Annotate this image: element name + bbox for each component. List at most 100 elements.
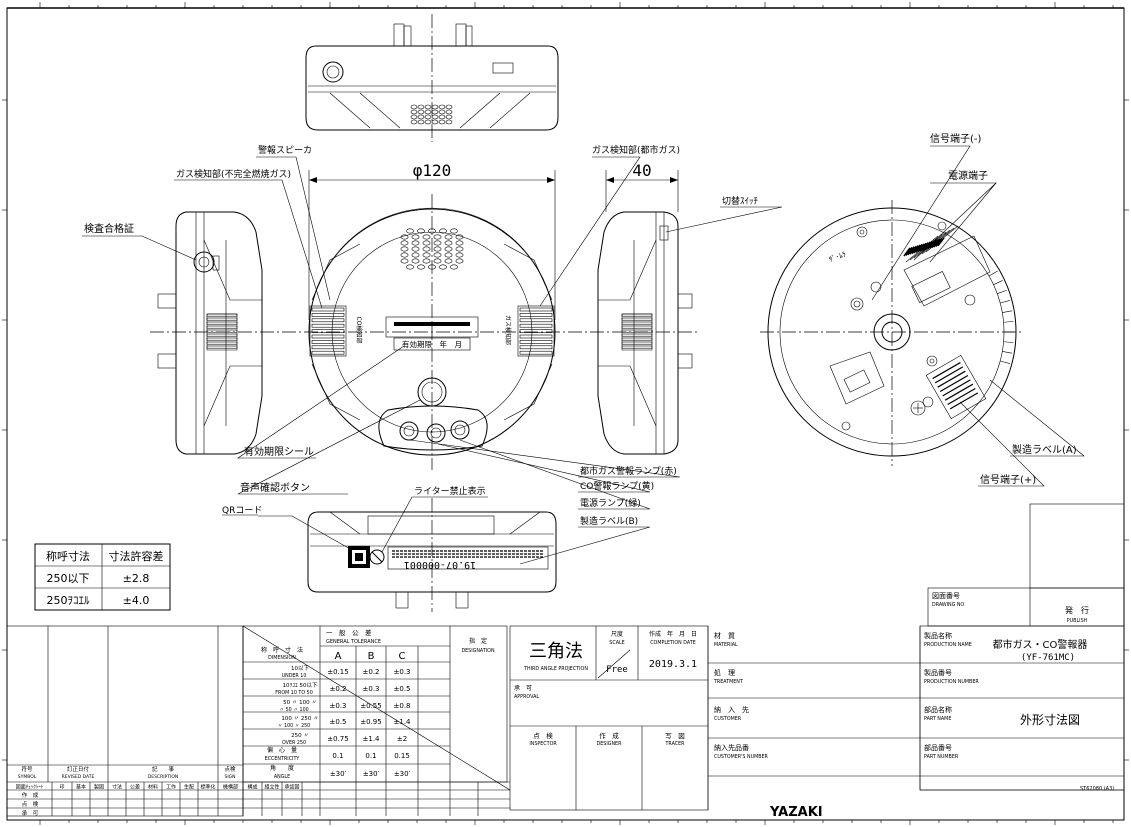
tb-publish-en: PUBLISH bbox=[1067, 618, 1088, 624]
rev-sign: 点検 bbox=[224, 765, 236, 773]
lighter-prohibit-icon bbox=[369, 549, 385, 565]
label-co-lamp: CO警報ランプ(黄) bbox=[580, 480, 654, 492]
gt-dim-label: 称 呼 寸 法 bbox=[261, 646, 303, 654]
switch-slot bbox=[492, 62, 514, 74]
tol-header-dim: 称呼寸法 bbox=[46, 549, 90, 563]
check-col-label: 構成 bbox=[247, 784, 257, 791]
gt-angle-a: ±30′ bbox=[330, 770, 347, 778]
tb-publish: 発 行 bbox=[1065, 605, 1089, 615]
tb-material: 材 質 bbox=[714, 631, 735, 640]
label-inspection-cert: 検査合格証 bbox=[84, 222, 134, 235]
label-qr-code: QRコード bbox=[222, 506, 262, 516]
label-switch: 切替ｽｲｯﾁ bbox=[722, 195, 759, 207]
gt-dim-label-en: DIMENSION bbox=[268, 655, 296, 661]
check-col-label: 製図 bbox=[94, 784, 104, 791]
gt-col-b: B bbox=[368, 651, 375, 662]
gt-row-label: 10以下 bbox=[291, 665, 309, 672]
tb-product-name: 都市ガス・CO警報器 bbox=[993, 638, 1088, 651]
tb-approval: 承 可 bbox=[514, 684, 532, 692]
tb-treatment: 処 理 bbox=[714, 668, 735, 677]
gt-row-value: ±0.95 bbox=[360, 718, 381, 726]
speaker-holes bbox=[400, 228, 464, 270]
check-inspect: 点 検 bbox=[22, 800, 39, 808]
tb-customer-en: CUSTOMER bbox=[714, 716, 742, 722]
tb-drawing-no-label: 図面番号 bbox=[932, 592, 960, 600]
label-mfg-label-a: 製造ラベル(A) bbox=[1012, 443, 1077, 456]
gt-ecc-label: 偏 心 量 bbox=[267, 746, 297, 754]
label-signal-minus: 信号端子(-) bbox=[930, 132, 982, 145]
rear-view: ｻﾞ･ﾑﾗ bbox=[760, 200, 1024, 466]
check-col-label: 材料 bbox=[148, 784, 158, 791]
revision-block: 符号 SYMBOL 訂正日付 REVISED DATE 記 事 DESCRIPT… bbox=[6, 625, 510, 817]
label-lighter-prohibit: ライター禁止表示 bbox=[414, 485, 486, 497]
gt-row-value: ±0.8 bbox=[394, 702, 411, 710]
tb-product-name-label: 製品名称 bbox=[924, 631, 952, 640]
tb-projection-en: THIRD ANGLE PROJECTION bbox=[523, 666, 588, 672]
general-tolerance-table: 一 般 公 差 GENERAL TOLERANCE 称 呼 寸 法 DIMENS… bbox=[242, 625, 511, 791]
label-alarm-speaker: 警報スピーカ bbox=[258, 144, 312, 156]
diameter-dimension: φ120 bbox=[413, 161, 452, 180]
check-col-label: 印 bbox=[59, 784, 64, 791]
gt-row-label-en: 〃 50 〃 100 bbox=[279, 707, 308, 713]
gt-designation-en: DESIGNATION bbox=[461, 648, 495, 654]
check-col-label: 工作 bbox=[166, 784, 176, 791]
gt-row-label-en: OVER 250 bbox=[282, 740, 306, 746]
tol-row2-tol: ±4.0 bbox=[123, 594, 150, 607]
label-expiry-seal: 有効期限シール bbox=[244, 445, 314, 458]
label-gas-sensor-co: ガス検知部(不完全燃焼ガス) bbox=[176, 168, 291, 180]
tolerance-small-table: 称呼寸法 寸法許容差 250以下 ±2.8 250ｦｺｴﾙ ±4.0 bbox=[34, 543, 171, 611]
tb-tracer: 写 図 bbox=[665, 732, 685, 740]
tb-date-value: 2019.3.1 bbox=[649, 659, 697, 670]
callout-leaders bbox=[82, 145, 1085, 565]
tb-scale-en: SCALE bbox=[609, 640, 624, 646]
check-create: 作 成 bbox=[22, 791, 39, 799]
tb-inspector: 点 検 bbox=[533, 731, 553, 740]
bottom-view: 19.07-000001 bbox=[307, 498, 557, 612]
switch-icon bbox=[659, 225, 669, 241]
gt-row-value: ±0.75 bbox=[327, 735, 348, 743]
gt-row-value: ±0.55 bbox=[360, 702, 381, 710]
gas-label: ガス検知部 bbox=[504, 315, 512, 345]
rev-symbol: 符号 bbox=[21, 765, 33, 773]
gt-ecc-c: 0.15 bbox=[394, 752, 410, 760]
tb-approval-en: APPROVAL bbox=[514, 694, 539, 700]
tb-customer: 納 入 先 bbox=[714, 705, 749, 714]
label-power-lamp: 電源ランプ(緑) bbox=[580, 497, 641, 509]
gt-row-value: ±0.2 bbox=[330, 685, 347, 693]
gt-ecc-b: 0.1 bbox=[365, 752, 376, 760]
tb-designer-en: DESIGNER bbox=[597, 741, 623, 747]
callout-labels: 警報スピーカ ガス検知部(不完全燃焼ガス) ガス検知部(都市ガス) 検査合格証 … bbox=[84, 132, 1077, 527]
top-view bbox=[305, 14, 559, 142]
gt-row-value: ±0.3 bbox=[363, 685, 380, 693]
depth-dimension: 40 bbox=[632, 161, 651, 180]
drawing-number-box: 図面番号 DRAWING NO 発 行 PUBLISH bbox=[927, 503, 1125, 627]
brand-seal-icon bbox=[322, 61, 344, 83]
city-gas-lamp bbox=[399, 421, 419, 441]
check-col-label: 承認図 bbox=[284, 784, 299, 791]
tb-scale-value: Free bbox=[606, 665, 628, 675]
gt-ecc-a: 0.1 bbox=[332, 752, 343, 760]
gt-row-value: ±0.15 bbox=[327, 668, 348, 676]
check-approve: 承 可 bbox=[22, 809, 39, 817]
gt-row-value: ±0.3 bbox=[330, 702, 347, 710]
tb-part-name: 外形寸法図 bbox=[1020, 713, 1080, 727]
co-label: CO検知部 bbox=[355, 317, 363, 344]
tol-row1-tol: ±2.8 bbox=[123, 572, 150, 585]
serial-text: 19.07-000001 bbox=[404, 559, 476, 570]
tb-part-no-label: 部品番号 bbox=[924, 743, 952, 752]
label-signal-plus: 信号端子(+) bbox=[980, 473, 1036, 486]
gt-angle-c: ±30′ bbox=[394, 770, 411, 778]
tb-inspector-en: INSPECTOR bbox=[529, 741, 557, 747]
crosshole bbox=[910, 400, 926, 416]
front-view: 有効期限 年 月 CO検知部 ガス検知部 φ120 bbox=[150, 161, 700, 470]
tb-date-label: 作成 年 月 日 bbox=[649, 630, 697, 638]
tb-form-code: ST62080 (A3) bbox=[1080, 786, 1114, 792]
power-lamp bbox=[450, 420, 470, 440]
tb-product-no-label: 製品番号 bbox=[924, 668, 952, 677]
tb-projection: 三角法 bbox=[529, 641, 583, 662]
rev-date-en: REVISED DATE bbox=[62, 774, 95, 780]
mfg-label-b bbox=[387, 546, 549, 570]
gt-row-value: ±1.4 bbox=[394, 718, 412, 726]
